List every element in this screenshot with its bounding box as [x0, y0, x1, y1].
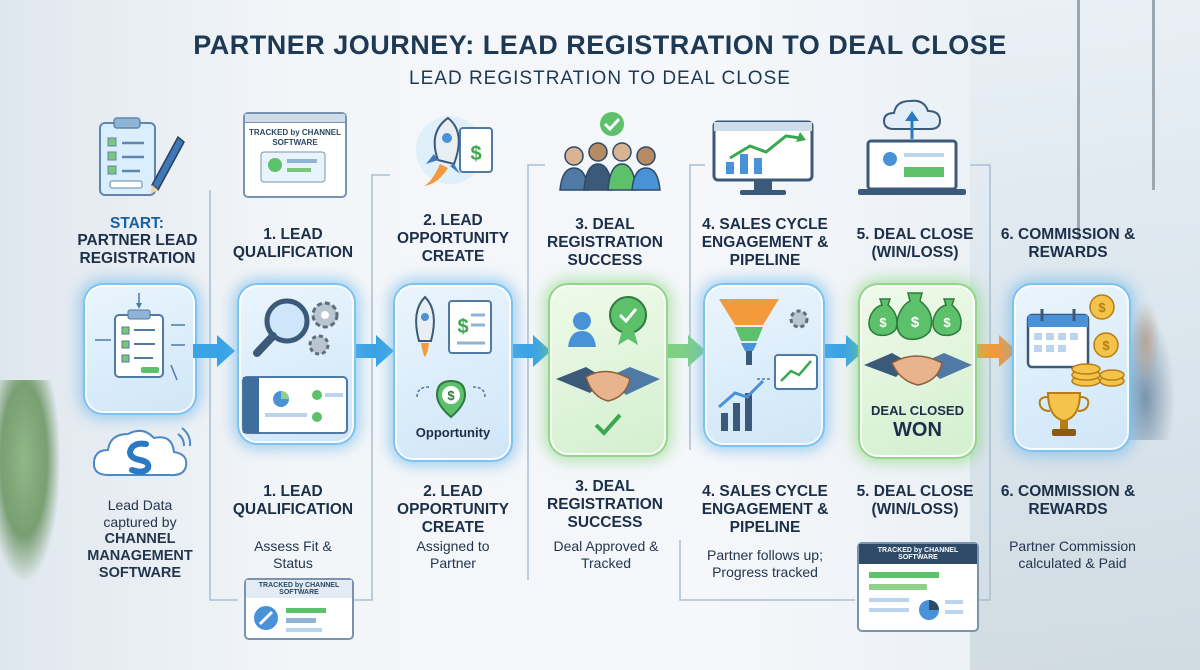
rocket-invoice-icon: $ — [395, 285, 511, 375]
svg-text:$: $ — [1098, 300, 1106, 315]
step4-description: Partner follows up; Progress tracked — [690, 547, 840, 581]
flow-arrow-step3-step4 — [664, 333, 708, 369]
flow-arrow-start-step1 — [193, 333, 237, 369]
start-prefix: START: — [82, 215, 192, 233]
money-bags-handshake-icon: $ $ $ — [860, 285, 975, 395]
stage-card-step5: $ $ $ DEAL CLOSED WON — [858, 283, 977, 459]
rocket-document-icon: $ — [398, 112, 508, 197]
opportunity-text: Opportunity — [395, 425, 511, 440]
step3-top-label: 3. DEAL REGISTRATION SUCCESS — [540, 216, 670, 270]
background-lamp — [1152, 0, 1155, 190]
step1-top-label: 1. LEAD QUALIFICATION — [228, 226, 358, 262]
step3-bottom-label: 3. DEAL REGISTRATION SUCCESS — [540, 478, 670, 532]
cloud-upload-laptop-icon — [850, 95, 975, 200]
deal-closed-text: DEAL CLOSED — [860, 403, 975, 418]
start-desc-line2: captured by — [70, 514, 210, 531]
start-desc-bold: CHANNEL MANAGEMENT SOFTWARE — [70, 531, 210, 582]
stage-card-step6: $$ — [1012, 283, 1131, 452]
svg-text:$: $ — [911, 314, 920, 331]
step5-top-label: 5. DEAL CLOSE (WIN/LOSS) — [845, 226, 985, 262]
tracked-panel-text: TRACKED by CHANNEL SOFTWARE — [246, 580, 352, 598]
dashboard-screen-icon — [239, 373, 354, 443]
step2-top-label: 2. LEAD OPPORTUNITY CREATE — [383, 212, 523, 266]
svg-text:$: $ — [879, 315, 887, 330]
tracked-panel-text: TRACKED by CHANNEL SOFTWARE — [859, 544, 977, 564]
pipeline-report-icon — [859, 564, 973, 634]
start-label: PARTNER LEAD REGISTRATION — [65, 232, 210, 268]
svg-text:$: $ — [457, 316, 468, 338]
tracked-software-panel-2: TRACKED by CHANNEL SOFTWARE — [857, 542, 979, 632]
step1-description: Assess Fit & Status — [248, 538, 338, 572]
stage-card-step1 — [237, 283, 356, 445]
stage-card-start — [83, 283, 197, 415]
sales-funnel-icon — [705, 285, 823, 445]
lead-form-icon — [85, 285, 195, 413]
step6-description: Partner Commission calculated & Paid — [1000, 538, 1145, 572]
step1-bottom-label: 1. LEAD QUALIFICATION — [228, 483, 358, 519]
team-approval-icon — [552, 110, 667, 200]
step5-bottom-label: 5. DEAL CLOSE (WIN/LOSS) — [845, 483, 985, 519]
flow-arrow-step1-step2 — [352, 333, 396, 369]
step4-top-label: 4. SALES CYCLE ENGAGEMENT & PIPELINE — [690, 216, 840, 270]
background-plant — [0, 380, 60, 580]
channel-software-cloud-logo — [88, 420, 193, 485]
step4-bottom-label: 4. SALES CYCLE ENGAGEMENT & PIPELINE — [690, 483, 840, 537]
magnifier-gear-icon — [239, 285, 354, 365]
start-description: Lead Data captured by CHANNEL MANAGEMENT… — [70, 497, 210, 582]
handshake-badge-icon — [550, 285, 666, 455]
tracked-badge-text: TRACKED by CHANNEL SOFTWARE — [245, 123, 345, 148]
svg-text:$: $ — [470, 143, 481, 165]
step6-top-label: 6. COMMISSION & REWARDS — [998, 226, 1138, 262]
stage-card-step4 — [703, 283, 825, 447]
svg-text:$: $ — [1102, 338, 1110, 353]
svg-text:$: $ — [447, 388, 455, 403]
svg-text:$: $ — [943, 315, 951, 330]
page-subtitle: LEAD REGISTRATION TO DEAL CLOSE — [0, 68, 1200, 90]
step2-bottom-label: 2. LEAD OPPORTUNITY CREATE — [383, 483, 523, 537]
page-title: PARTNER JOURNEY: LEAD REGISTRATION TO DE… — [0, 30, 1200, 61]
stage-card-step3 — [548, 283, 668, 457]
step2-description: Assigned to Partner — [408, 538, 498, 572]
tracked-by-software-badge: TRACKED by CHANNEL SOFTWARE — [243, 112, 347, 198]
deal-won-text: WON — [860, 419, 975, 442]
tracked-software-panel-1: TRACKED by CHANNEL SOFTWARE — [244, 578, 354, 640]
stage-card-step2: $ $ Opportunity — [393, 283, 513, 462]
step3-description: Deal Approved & Tracked — [550, 538, 662, 572]
growth-monitor-icon — [708, 118, 818, 200]
clipboard-pencil-icon — [92, 115, 187, 200]
calendar-coins-trophy-icon: $$ — [1014, 285, 1129, 450]
tools-icon — [246, 598, 348, 638]
profile-icon — [245, 148, 341, 188]
start-desc-line1: Lead Data — [70, 497, 210, 514]
step6-bottom-label: 6. COMMISSION & REWARDS — [998, 483, 1138, 519]
flow-arrow-step2-step3 — [509, 333, 553, 369]
